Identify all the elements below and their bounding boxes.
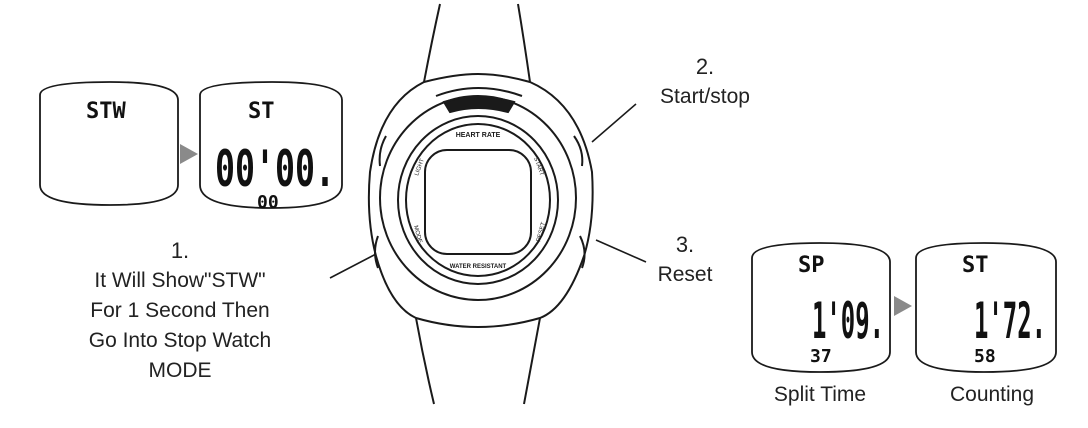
leader-line-reset (595, 239, 647, 263)
display-st-zero: ST 00'00. 00 (199, 81, 343, 213)
strap-bottom (415, 317, 541, 405)
st-zero-main-text: 00'00. (215, 140, 335, 198)
step-1-block: 1. It Will Show"STW" For 1 Second Then G… (70, 236, 290, 386)
button-mode (374, 235, 379, 269)
display-window (424, 149, 532, 255)
split-sub-text: 37 (810, 346, 832, 367)
split-caption: Split Time (773, 383, 867, 406)
strap-top (423, 3, 531, 83)
button-light (378, 135, 387, 167)
button-start (573, 135, 584, 167)
step-1-line-2: For 1 Second Then (90, 299, 270, 322)
st-zero-mode-text: ST (248, 99, 275, 124)
step-3-label: Reset (657, 263, 713, 286)
display-counting: ST 1'72. 58 (915, 242, 1057, 373)
display-split: SP 1'09. 37 (751, 242, 891, 373)
step-1-line-3: Go Into Stop Watch (88, 329, 272, 352)
step-2-label: Start/stop (660, 85, 750, 108)
counting-sub-text: 58 (974, 346, 996, 367)
arrow-icon (894, 296, 912, 316)
stw-mode-text: STW (86, 99, 126, 124)
step-3-number: 3. (675, 232, 695, 257)
bezel-outer (379, 95, 577, 301)
watch-label-top: HEART RATE (456, 132, 501, 139)
watch-label-bottom-left: MODE (412, 225, 422, 244)
step-1-line-1: It Will Show"STW" (94, 269, 266, 292)
leader-line-mode (329, 253, 377, 279)
watch-label-bottom-right: RESET (536, 221, 547, 242)
st-zero-sub-text: 00 (257, 192, 279, 213)
counting-caption: Counting (949, 383, 1035, 406)
bezel-mid (397, 115, 559, 285)
watch-label-bottom: WATER RESISTANT (450, 264, 507, 270)
counting-main-text: 1'72. (974, 292, 1046, 350)
counting-mode-text: ST (962, 253, 989, 278)
split-mode-text: SP (798, 253, 825, 278)
button-reset (579, 235, 586, 269)
watch-illustration (367, 3, 594, 405)
watch-label-left: LIGHT (414, 158, 426, 177)
display-stw: STW (39, 81, 179, 206)
split-main-text: 1'09. (812, 292, 884, 350)
step-1-line-4: MODE (148, 359, 212, 382)
step-1-number: 1. (170, 238, 190, 263)
leader-line-start (591, 103, 637, 143)
step-2-number: 2. (695, 54, 715, 79)
step-2-block: 2. Start/stop (640, 52, 770, 112)
arrow-icon (180, 144, 198, 164)
step-3-block: 3. Reset (640, 230, 730, 290)
watch-case (367, 72, 594, 328)
bezel-inner (405, 123, 551, 277)
